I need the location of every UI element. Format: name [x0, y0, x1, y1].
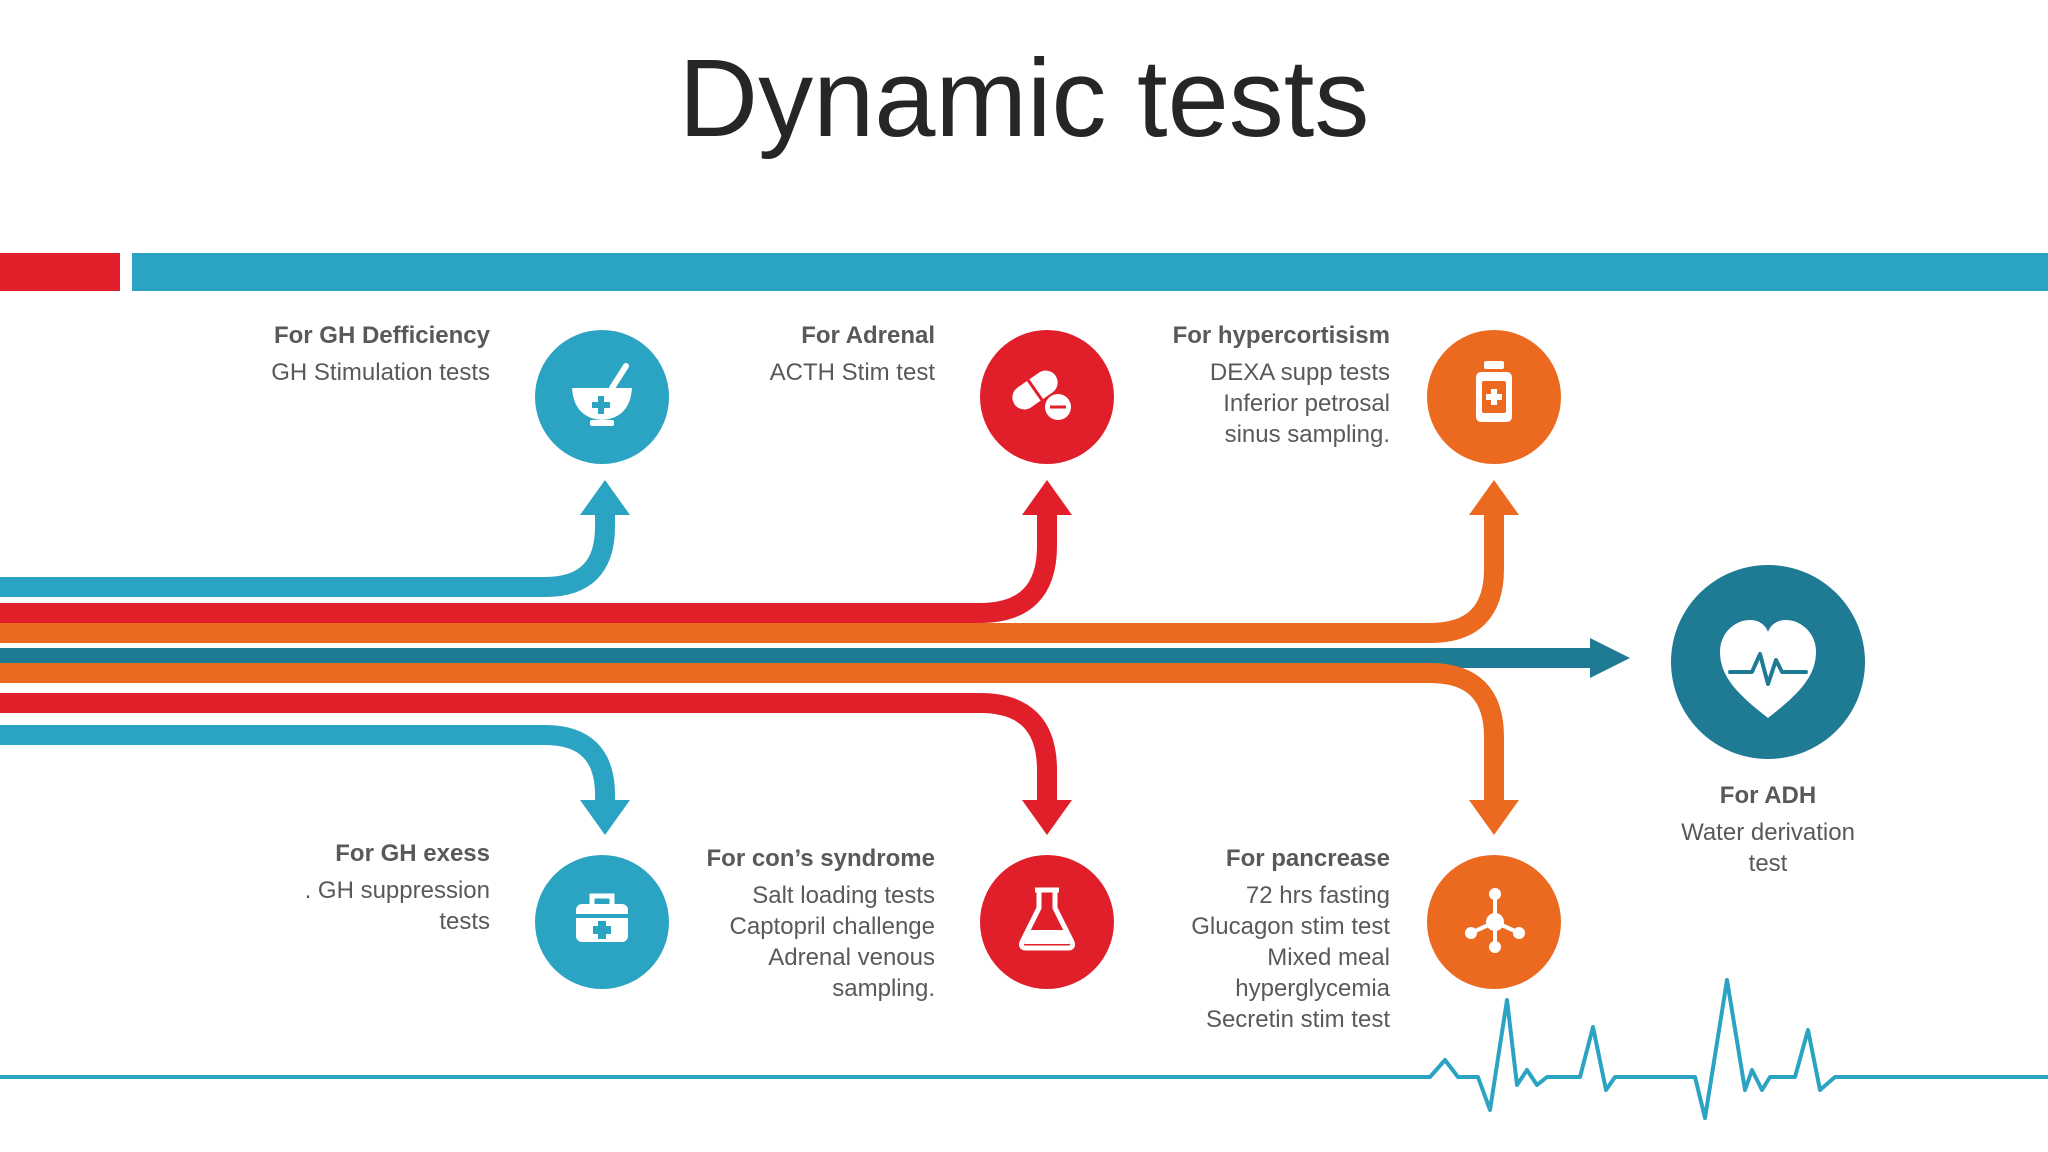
page-title: Dynamic tests	[678, 37, 1370, 160]
header-bar-blue	[132, 253, 2048, 291]
text-block-cons-syndrome: For con’s syndrome Salt loading tests Ca…	[690, 843, 936, 1004]
heading-adrenal: For Adrenal	[801, 322, 935, 349]
flow-line-cons-syndrome	[0, 693, 1057, 805]
arrow-right-adh	[1590, 638, 1630, 678]
text-block-gh-deficiency: For GH Defficiency GH Stimulation tests	[260, 320, 490, 388]
heading-hypercortisism: For hypercortisism	[1172, 322, 1390, 349]
molecule-icon	[1465, 888, 1525, 953]
flow-line-gh-excess	[0, 725, 615, 805]
flask-icon	[1019, 887, 1075, 951]
node-cons-syndrome	[980, 855, 1114, 989]
node-pancreas	[1427, 855, 1561, 989]
header-bar-red	[0, 253, 120, 291]
text-block-hypercortisism: For hypercortisism DEXA supp tests Infer…	[1150, 320, 1390, 450]
flow-line-gh-deficiency	[0, 505, 615, 597]
node-adh	[1671, 565, 1865, 759]
mortar-pestle-icon	[572, 363, 632, 426]
heading-cons-syndrome: For con’s syndrome	[706, 845, 936, 872]
first-aid-kit-icon	[576, 893, 628, 942]
pills-icon	[1012, 370, 1071, 420]
flow-line-adrenal	[0, 505, 1057, 623]
text-block-gh-excess: For GH exess . GH suppression tests	[260, 838, 490, 937]
arrow-down-cons-syndrome	[1022, 800, 1072, 835]
text-block-adrenal: For Adrenal ACTH Stim test	[700, 320, 935, 388]
arrow-down-gh-excess	[580, 800, 630, 835]
heading-gh-deficiency: For GH Defficiency	[273, 322, 490, 349]
body-gh-deficiency: GH Stimulation tests	[271, 359, 490, 386]
text-block-pancreas: For pancrease 72 hrs fasting Glucagon st…	[1150, 843, 1390, 1035]
arrow-up-hypercortisism	[1469, 480, 1519, 515]
node-adrenal	[980, 330, 1114, 464]
body-pancreas: 72 hrs fasting Glucagon stim test Mixed …	[1191, 882, 1390, 1033]
text-block-adh: For ADH Water derivation test	[1648, 780, 1888, 879]
node-hypercortisism	[1427, 330, 1561, 464]
flow-line-hypercortisism	[0, 505, 1504, 643]
node-gh-excess	[535, 855, 669, 989]
body-hypercortisism: DEXA supp tests Inferior petrosal sinus …	[1209, 359, 1390, 448]
heading-gh-excess: For GH exess	[335, 840, 490, 867]
heading-adh: For ADH	[1719, 782, 1817, 809]
heart-pulse-icon	[1720, 620, 1816, 718]
arrow-up-gh-deficiency	[580, 480, 630, 515]
medicine-bottle-icon	[1476, 361, 1512, 422]
ecg-line	[0, 978, 2048, 1120]
flow-line-pancreas	[0, 663, 1504, 805]
node-gh-deficiency	[535, 330, 669, 464]
heading-pancreas: For pancrease	[1225, 845, 1390, 872]
body-adh: Water derivation test	[1681, 819, 1855, 877]
body-cons-syndrome: Salt loading tests Captopril challenge A…	[729, 882, 935, 1002]
arrow-up-adrenal	[1022, 480, 1072, 515]
arrow-down-pancreas	[1469, 800, 1519, 835]
body-adrenal: ACTH Stim test	[769, 359, 935, 386]
body-gh-excess: . GH suppression tests	[304, 877, 490, 935]
